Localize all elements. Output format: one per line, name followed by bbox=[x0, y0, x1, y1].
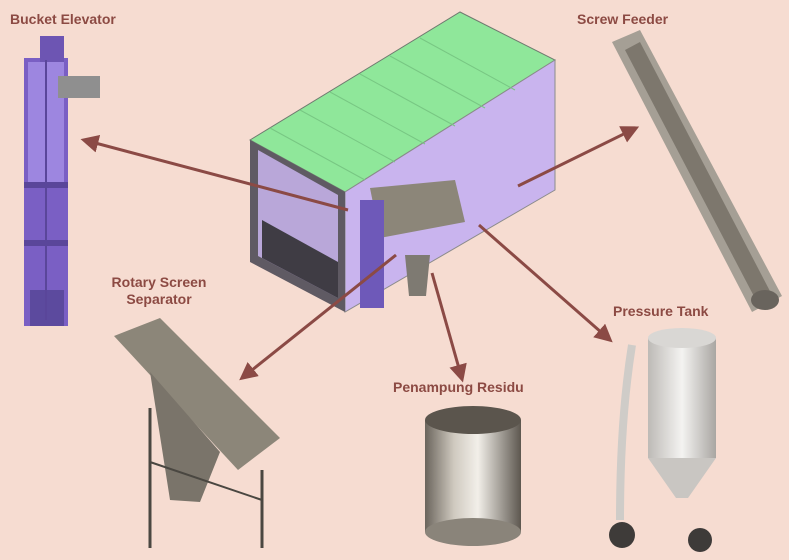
label-rotary-screen-separator: Rotary Screen Separator bbox=[106, 274, 212, 308]
arrows bbox=[80, 126, 640, 383]
rotary-screen-separator-illustration bbox=[114, 318, 280, 548]
label-rotary-line1: Rotary Screen bbox=[111, 274, 207, 290]
pressure-tank-illustration bbox=[609, 328, 716, 552]
container-illustration bbox=[249, 11, 557, 313]
bucket-elevator-illustration bbox=[24, 36, 100, 326]
label-bucket-elevator: Bucket Elevator bbox=[10, 11, 116, 27]
label-screw-feeder: Screw Feeder bbox=[577, 11, 669, 27]
arrow-pressure-tank bbox=[478, 223, 613, 343]
arrow-bucket-elevator bbox=[80, 134, 349, 212]
label-penampung-residu: Penampung Residu bbox=[393, 379, 524, 395]
container-separator bbox=[360, 180, 465, 308]
screw-feeder-illustration bbox=[612, 30, 782, 312]
label-rotary-line2: Separator bbox=[126, 291, 192, 307]
label-pressure-tank: Pressure Tank bbox=[613, 303, 709, 319]
arrow-penampung-residu bbox=[430, 272, 467, 383]
arrow-screw-feeder bbox=[517, 126, 640, 188]
arrow-rotary-screen bbox=[239, 253, 397, 381]
penampung-residu-illustration bbox=[425, 406, 521, 546]
